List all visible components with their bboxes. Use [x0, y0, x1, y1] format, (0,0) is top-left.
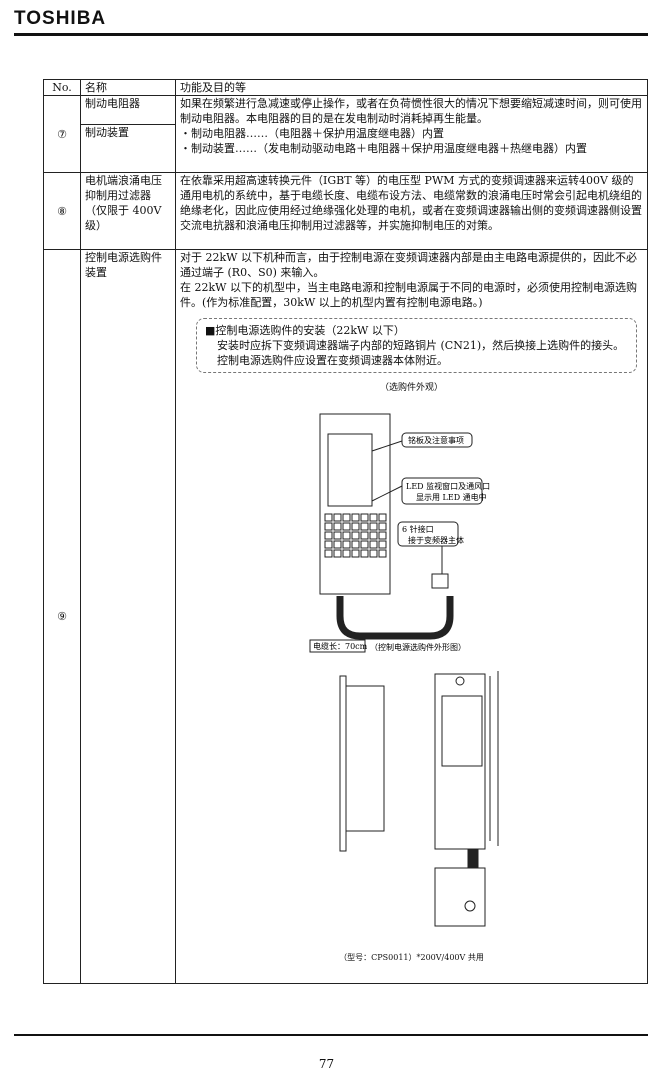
vent-hole	[378, 513, 387, 522]
page-number: 77	[318, 1057, 335, 1071]
vent-hole	[342, 522, 351, 531]
vent-hole	[378, 540, 387, 549]
vent-hole	[378, 549, 387, 558]
name-text: 电机端浪涌电压抑制用过滤器	[85, 174, 162, 202]
vent-hole	[333, 540, 342, 549]
table-row: ⑨ 控制电源选购件装置 对于 22kW 以下机种而言，由于控制电源在变频调速器内…	[43, 249, 648, 984]
header-name: 名称	[80, 79, 176, 96]
vent-hole	[369, 522, 378, 531]
svg-text:显示用 LED 通电中: 显示用 LED 通电中	[416, 492, 487, 502]
item-name: 电机端浪涌电压抑制用过滤器（仅限于 400V级）	[80, 172, 176, 250]
row-number: ⑨	[43, 249, 81, 984]
vent-hole	[333, 531, 342, 540]
callout-nameplate: 铭板及注意事项	[401, 432, 473, 448]
vent-hole	[342, 549, 351, 558]
vent-hole	[360, 513, 369, 522]
vent-hole	[360, 549, 369, 558]
svg-text:接于变频器主体: 接于变频器主体	[408, 535, 464, 545]
dimension-drawing	[339, 671, 499, 927]
bullet: ・制动电阻器……（电阻器＋保护用温度继电器）内置	[180, 127, 444, 140]
description-text: 如果在频繁进行急减速或停止操作，或者在负荷惯性很大的情况下想要缩短减速时间，则可…	[180, 97, 642, 125]
vent-hole	[333, 513, 342, 522]
vent-hole	[360, 522, 369, 531]
vent-hole	[360, 540, 369, 549]
vent-hole	[351, 522, 360, 531]
vent-hole	[378, 522, 387, 531]
table-header-row: No. 名称 功能及目的等	[43, 79, 648, 96]
model-note: （型号：CPS0011）*200V/400V 共用	[339, 953, 484, 962]
paragraph: 对于 22kW 以下机种而言，由于控制电源在变频调速器内部是由主电路电源提供的，…	[180, 251, 637, 279]
item-name: 制动装置	[80, 124, 176, 173]
note-line: 控制电源选购件应设置在变频调速器本体附近。	[217, 354, 448, 367]
vent-hole	[333, 549, 342, 558]
svg-text:LED 监视窗口及通风口: LED 监视窗口及通风口	[406, 481, 490, 491]
vent-hole	[333, 522, 342, 531]
svg-text:铭板及注意事项: 铭板及注意事项	[408, 435, 464, 445]
vent-hole	[342, 540, 351, 549]
vent-hole	[324, 522, 333, 531]
row-number: ⑧	[43, 172, 81, 250]
table-row: 制动装置	[44, 124, 648, 173]
name-note: （仅限于 400V级）	[85, 204, 162, 232]
vent-hole	[342, 513, 351, 522]
vent-hole	[360, 531, 369, 540]
header-function: 功能及目的等	[175, 79, 648, 96]
svg-text:电缆长：70cm: 电缆长：70cm	[313, 641, 368, 651]
vent-hole	[351, 540, 360, 549]
table-row: ⑦ 制动电阻器 如果在频繁进行急减速或停止操作，或者在负荷惯性很大的情况下想要缩…	[43, 95, 648, 173]
item-name: 控制电源选购件装置	[80, 249, 176, 984]
item-description: 对于 22kW 以下机种而言，由于控制电源在变频调速器内部是由主电路电源提供的，…	[175, 249, 648, 984]
toshiba-logo: TOSHIBA	[14, 8, 107, 29]
vent-hole	[324, 540, 333, 549]
vent-hole	[369, 513, 378, 522]
bullet: ・制动装置……（发电制动驱动电路＋电阻器＋保护用温度继电器＋热继电器）内置	[180, 142, 587, 155]
vent-hole	[324, 549, 333, 558]
vent-hole	[324, 531, 333, 540]
vent-hole	[351, 549, 360, 558]
vent-hole	[369, 549, 378, 558]
installation-note-box: ■控制电源选购件的安装（22kW 以下） 安装时应拆下变频调速器端子内部的短路铜…	[196, 318, 637, 373]
svg-text:6 针接口: 6 针接口	[402, 524, 434, 534]
table-row: ⑧ 电机端浪涌电压抑制用过滤器（仅限于 400V级） 在依靠采用超高速转换元件（…	[43, 172, 648, 250]
footer-rule	[14, 1034, 648, 1036]
vent-hole	[351, 513, 360, 522]
figure-caption: （控制电源选购件外形图）	[370, 642, 466, 652]
row-number: ⑦	[43, 95, 81, 173]
vent-hole	[351, 531, 360, 540]
header-no: No.	[43, 79, 81, 96]
vent-hole	[369, 540, 378, 549]
note-line: 安装时应拆下变频调速器端子内部的短路铜片 (CN21)，然后换接上选购件的接头。	[217, 339, 625, 352]
vent-hole	[369, 531, 378, 540]
header-rule	[14, 33, 648, 36]
figure-caption: （选购件外观）	[379, 383, 443, 393]
item-description: 在依靠采用超高速转换元件（IGBT 等）的电压型 PWM 方式的变频调速器来运转…	[175, 172, 648, 250]
vent-hole	[324, 513, 333, 522]
vent-hole	[378, 531, 387, 540]
cable-length-label: 电缆长：70cm	[309, 639, 368, 653]
item-description: 如果在频繁进行急减速或停止操作，或者在负荷惯性很大的情况下想要缩短减速时间，则可…	[175, 95, 648, 173]
vent-hole	[342, 531, 351, 540]
options-table: No. 名称 功能及目的等 ⑦ 制动电阻器 如果在频繁进行急减速或停止操作，或者…	[43, 79, 648, 984]
note-title: ■控制电源选购件的安装（22kW 以下）	[205, 324, 405, 337]
unit-exterior-drawing	[319, 413, 454, 640]
item-name: 制动电阻器	[80, 95, 176, 125]
paragraph: 在 22kW 以下的机型中，当主电路电源和控制电源属于不同的电源时，必须使用控制…	[180, 281, 637, 309]
